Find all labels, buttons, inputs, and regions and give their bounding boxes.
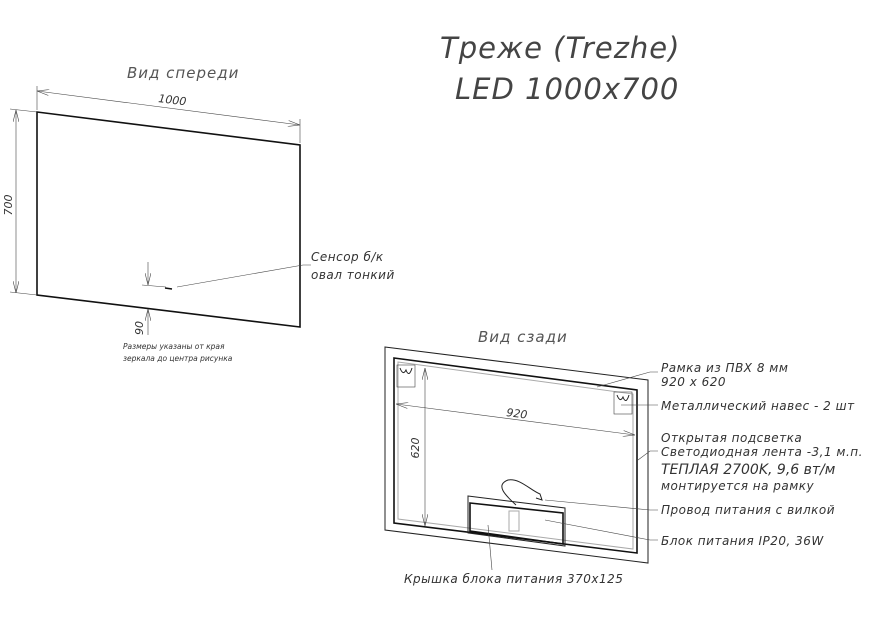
light-callout-4: монтируется на рамку	[661, 479, 815, 493]
hanger-left	[396, 364, 416, 388]
width-dimension-line	[37, 91, 300, 125]
mirror-outline	[36, 111, 301, 328]
hanger-right	[613, 391, 633, 415]
front-view-heading: Вид спереди	[127, 64, 239, 82]
back-view-heading: Вид сзади	[478, 328, 568, 346]
frame-callout-2: 920 x 620	[661, 375, 726, 389]
front-view: Вид спереди 1000 700 90 Сенсор б/к овал …	[2, 64, 395, 363]
cable-callout: Провод питания с вилкой	[661, 503, 835, 517]
extension-line	[9, 291, 38, 296]
led-strip	[397, 361, 634, 550]
hanger-callout: Металлический навес - 2 шт	[661, 399, 855, 413]
light-callout-3: ТЕПЛАЯ 2700K, 9,6 вт/м	[661, 462, 836, 478]
light-callout-2: Светодиодная лента -3,1 м.п.	[661, 445, 863, 459]
light-callout-1: Открытая подсветка	[661, 431, 802, 445]
cable-leader	[544, 499, 658, 511]
back-height-dim: 620	[409, 438, 422, 459]
back-view: Вид сзади 920 620 Рамка из ПВХ 8 мм	[384, 328, 863, 586]
frame-callout-1: Рамка из ПВХ 8 мм	[661, 361, 788, 375]
frame-leader	[596, 371, 658, 388]
note-line2: зеркала до центра рисунка	[123, 354, 233, 363]
back-width-dimension-line	[396, 404, 635, 435]
front-width-dim: 1000	[158, 92, 187, 108]
psu-leader	[544, 519, 658, 541]
led-leader	[637, 450, 658, 461]
extension-line	[9, 108, 38, 113]
psu-cover	[467, 495, 566, 547]
back-width-dim: 920	[506, 406, 528, 421]
psu-cover-callout: Крышка блока питания 370x125	[404, 572, 623, 586]
mirror-back-outline	[384, 346, 649, 564]
psu-callout: Блок питания IP20, 36W	[661, 534, 824, 548]
psu-connector	[508, 510, 520, 532]
sensor-leader	[176, 264, 311, 288]
power-cable	[501, 479, 543, 506]
cover-leader	[487, 524, 493, 571]
extension-line	[141, 284, 167, 288]
sensor-offset-dim: 90	[133, 321, 146, 335]
power-supply	[469, 502, 564, 545]
note-line1: Размеры указаны от края	[123, 342, 225, 351]
title-line1: Треже (Trezhe)	[440, 31, 680, 65]
sensor-mark	[164, 287, 173, 290]
title-line2: LED 1000x700	[455, 72, 679, 106]
sensor-label-1: Сенсор б/к	[311, 250, 384, 264]
front-height-dim: 700	[2, 195, 15, 216]
sensor-label-2: овал тонкий	[311, 268, 395, 282]
pvc-frame	[393, 357, 638, 554]
